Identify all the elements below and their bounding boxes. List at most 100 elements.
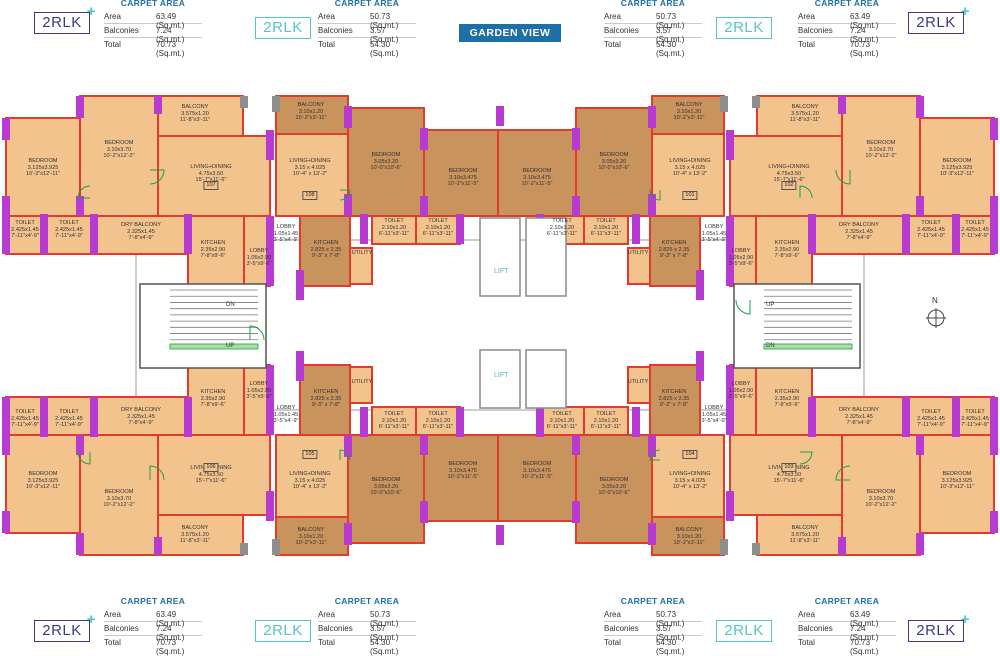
room-name: LOBBY xyxy=(249,248,269,254)
carpet-area-value: 70.73 (Sq.mt.) xyxy=(850,40,879,58)
column xyxy=(2,435,10,455)
room-dimension: 2.35x2.90 xyxy=(774,395,800,402)
room-dimension: 2.425x1.45 xyxy=(11,226,39,233)
room-dimension: 1.05x2.90 xyxy=(246,387,272,394)
column xyxy=(266,216,274,286)
bedroom-d xyxy=(497,129,577,217)
column xyxy=(902,397,910,437)
carpet-area-key: Total xyxy=(318,40,335,49)
column xyxy=(838,537,846,555)
room-dimension: 3.10x3.475 xyxy=(449,174,477,181)
room-dimension: 1.05x2.90 xyxy=(728,387,754,394)
bedroom-a xyxy=(79,95,159,217)
room-dimension: 3.05x3.20 xyxy=(601,158,627,165)
room-name: TOILET xyxy=(965,220,985,226)
column xyxy=(266,365,274,435)
column xyxy=(420,435,428,455)
flat-number: 108 xyxy=(302,191,318,200)
stair-direction-label: DN xyxy=(226,302,235,308)
room-dimension: 2.10x1.20 xyxy=(549,417,575,424)
column xyxy=(344,194,352,216)
north-label: N xyxy=(932,296,938,305)
room-dimension: 2.425x1.45 xyxy=(11,415,39,422)
utility xyxy=(627,366,651,404)
room-dimension: 3'-5"x4'-9" xyxy=(701,237,727,244)
utility xyxy=(627,247,651,285)
bedroom-c xyxy=(575,434,653,544)
room-dimension: 10'-2"x11'-5" xyxy=(521,181,553,188)
room-dimension: 7'-11"x4'-9" xyxy=(917,233,945,240)
room-dimension: 3.05x3.20 xyxy=(373,483,399,490)
room-dimension: 1.05x1.45 xyxy=(273,230,299,237)
unit-type-text: 2RLK xyxy=(263,19,303,36)
room-dimension: 10'-4" x 13'-2" xyxy=(672,484,708,491)
carpet-area-value: 50.73 (Sq.mt.) xyxy=(370,610,399,628)
door-swing xyxy=(735,299,751,315)
room-dimension: 6'-11"x3'-11" xyxy=(378,231,410,238)
carpet-area-key: Balconies xyxy=(104,624,139,633)
carpet-area-value: 63.49 (Sq.mt.) xyxy=(850,12,879,30)
room-dimension: 2.35x2.90 xyxy=(200,246,226,253)
room-dimension: 10'-2"x3'-11" xyxy=(295,540,327,547)
carpet-area-key: Total xyxy=(104,40,121,49)
toilet-a xyxy=(5,396,45,436)
door-swing xyxy=(149,465,165,481)
carpet-area-key: Total xyxy=(604,40,621,49)
room-dimension: 6'-11"x3'-11" xyxy=(546,231,578,238)
room-name: BEDROOM xyxy=(28,471,58,477)
column xyxy=(648,106,656,128)
carpet-area-title: CARPET AREA xyxy=(334,596,400,606)
room-name: TOILET xyxy=(596,411,616,417)
room-name: TOILET xyxy=(15,220,35,226)
room-name: TOILET xyxy=(552,411,572,417)
room-dimension: 6'-11"x3'-11" xyxy=(378,424,410,431)
room-label: UTILITY xyxy=(352,250,373,257)
room-dimension: 10'-3"x12'-11" xyxy=(940,171,974,178)
column xyxy=(916,96,924,118)
room-name: BALCONY xyxy=(297,102,325,108)
room-dimension: 3.10x1.20 xyxy=(298,108,324,115)
room-name: LIVING+DINING xyxy=(768,164,810,170)
flat-number: 105 xyxy=(302,450,318,459)
column xyxy=(40,214,48,254)
kitchen-b xyxy=(649,215,701,287)
column xyxy=(456,407,464,437)
room-name: BEDROOM xyxy=(522,461,552,467)
column xyxy=(2,397,10,437)
lift-label: LIFT xyxy=(494,372,509,379)
flat-number: 103 xyxy=(781,463,797,472)
column xyxy=(838,96,846,114)
room-dimension: 3.125x3.925 xyxy=(941,164,973,171)
door-swing xyxy=(649,449,661,461)
room-dimension: 2.10x1.20 xyxy=(425,417,451,424)
room-name: TOILET xyxy=(384,218,404,224)
room-dimension: 1.05x2.90 xyxy=(728,254,754,261)
room-dimension: 11'-8"x3'-11" xyxy=(789,117,821,124)
room-name: LIVING+DINING xyxy=(669,471,711,477)
room-dimension: 10'-3"x12'-11" xyxy=(26,171,60,178)
room-dimension: 3.10x3.475 xyxy=(523,467,551,474)
room-name: KITCHEN xyxy=(661,240,687,246)
column xyxy=(360,407,368,437)
